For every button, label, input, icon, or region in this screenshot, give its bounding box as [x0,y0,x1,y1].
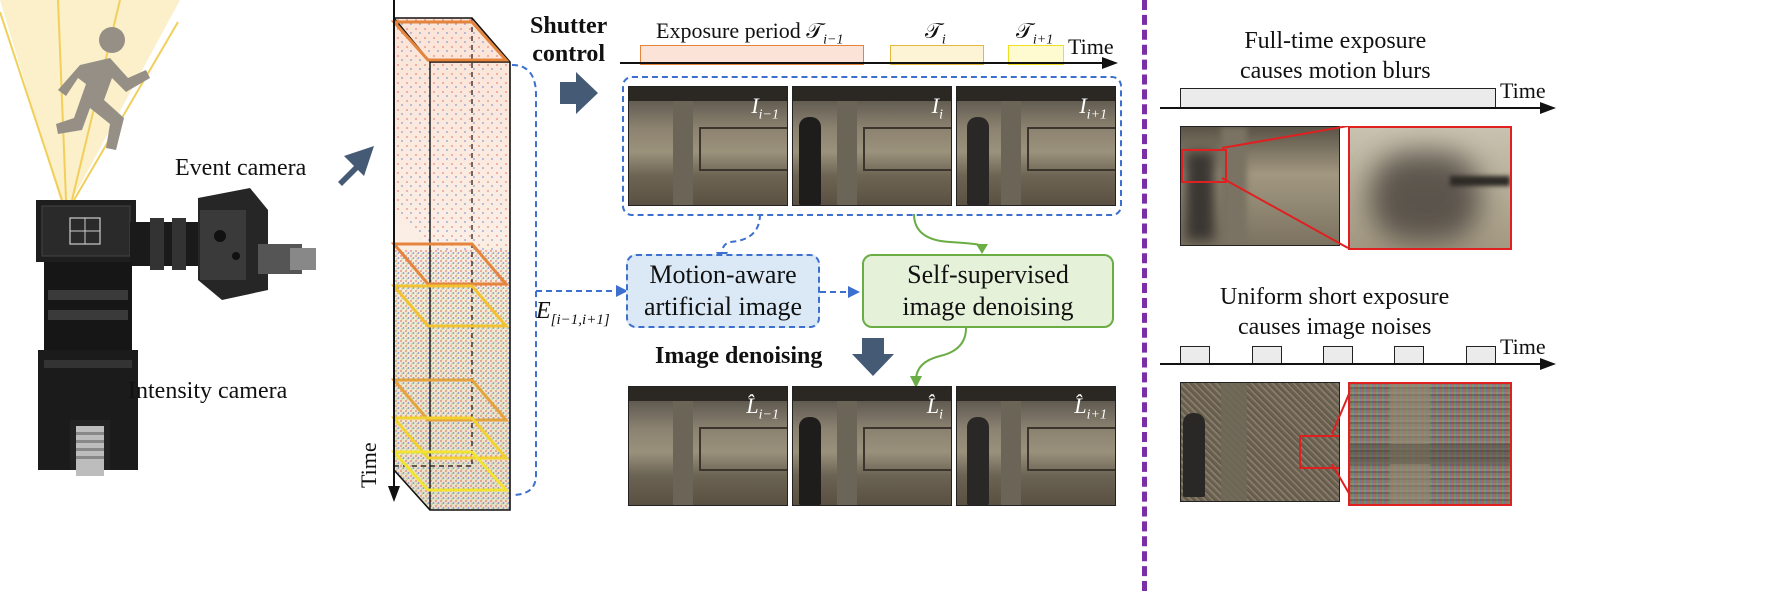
zoom-lines-top [1221,126,1349,249]
zoom-region [1181,149,1227,183]
exposure-next-subscript: i+1 [1032,32,1054,48]
time-axis-label: Time [356,442,381,488]
output-frame-current-subscript: i [939,407,943,423]
walking-person [799,117,821,205]
section-divider [1142,0,1147,591]
camera-rig [0,0,340,591]
output-frame-prev: L̂i−1 [628,386,788,506]
full-time-axis [1160,102,1556,114]
input-frame-current-label: Ii [932,93,943,123]
output-frame-current-label: L̂i [927,393,943,423]
event-camera-label: Event camera [175,155,307,181]
exposure-period-label: Exposure period 𝒯i−1 [656,18,844,48]
input-frame-prev-symbol: I [751,93,759,118]
running-person-icon [56,27,150,150]
arrow-right-icon [560,72,598,114]
exposure-bar-next [1008,45,1064,65]
input-frame-next: Ii+1 [956,86,1116,206]
output-frame-prev-label: L̂i−1 [746,393,779,423]
input-frames-container [622,76,1122,216]
uniform-title: Uniform short exposure causes image nois… [1220,284,1450,340]
output-frame-next-symbol: L̂ [1074,393,1087,418]
motion-aware-box: Motion-aware artificial image [626,254,820,328]
full-time-title: Full-time exposure causes motion blurs [1240,28,1431,84]
input-frame-current-symbol: I [931,93,940,118]
output-frame-next: L̂i+1 [956,386,1116,506]
walking-person [967,417,989,505]
exposure-bar-current [890,45,984,65]
output-frame-next-label: L̂i+1 [1074,393,1107,423]
exposure-period-text: Exposure period 𝒯 [656,18,824,43]
full-time-time-label: Time [1500,78,1546,103]
output-frame-current: L̂i [792,386,952,506]
input-frame-next-symbol: I [1079,93,1087,118]
denoise-box: Self-supervised image denoising [862,254,1114,328]
arrow-down-icon [852,338,894,376]
pipeline-connectors [716,213,988,388]
intensity-camera-label: Intensity camera [128,378,288,404]
event-range-subscript: [i−1,i+1] [550,311,610,328]
image-denoising-label: Image denoising [655,343,823,369]
input-frame-prev: Ii−1 [628,86,788,206]
uniform-time-label: Time [1500,334,1546,359]
walking-person [799,417,821,505]
noisy-frame [1180,382,1340,502]
blurred-zoom [1348,126,1512,250]
output-frame-next-subscript: i+1 [1086,407,1107,423]
input-frame-current: Ii [792,86,952,206]
exposure-current-label: 𝒯i [925,18,946,48]
walking-person [967,117,989,205]
noisy-zoom [1348,382,1512,506]
output-frame-prev-symbol: L̂ [746,393,759,418]
exposure-period-subscript: i−1 [823,32,844,48]
output-frame-prev-subscript: i−1 [758,407,779,423]
event-range-label: E[i−1,i+1] [536,298,610,329]
event-range-symbol: E [536,298,551,324]
exposure-next-text: 𝒯 [1016,18,1033,43]
event-volume [388,0,511,511]
output-frame-current-symbol: L̂ [926,393,940,418]
input-frame-prev-label: Ii−1 [751,93,779,123]
timeline-time-label: Time [1068,34,1114,59]
exposure-bar-prev [640,45,864,65]
uniform-axis [1160,358,1556,370]
timeline-axis [620,57,1118,69]
zoom-region [1299,435,1339,469]
input-frame-prev-subscript: i−1 [758,107,779,123]
camera-rig-illustration [0,0,316,476]
shutter-control-label: Shutter control [530,13,608,67]
event-connector [511,64,628,496]
input-frame-current-subscript: i [939,107,943,123]
input-frame-next-subscript: i+1 [1086,107,1107,123]
exposure-current-text: 𝒯 [925,18,942,43]
exposure-current-subscript: i [941,32,946,48]
input-frame-next-label: Ii+1 [1079,93,1107,123]
exposure-next-label: 𝒯i+1 [1016,18,1053,48]
arrow-up-right-icon [338,146,374,186]
